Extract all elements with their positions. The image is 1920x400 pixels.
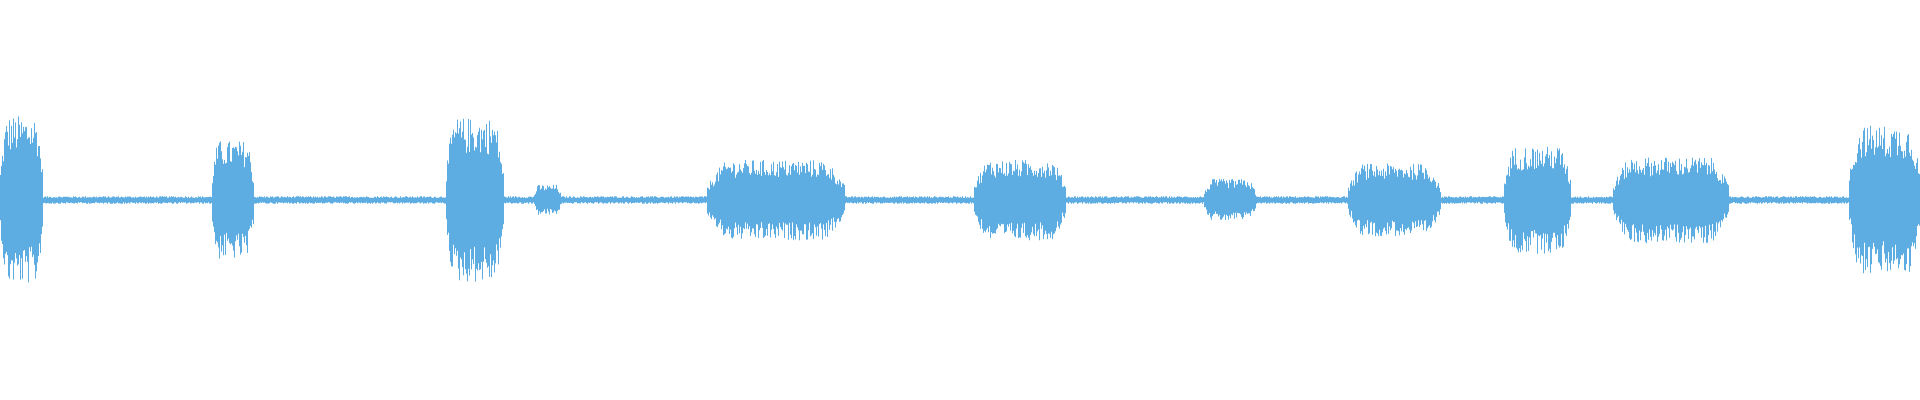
waveform-trace: [0, 116, 1920, 283]
